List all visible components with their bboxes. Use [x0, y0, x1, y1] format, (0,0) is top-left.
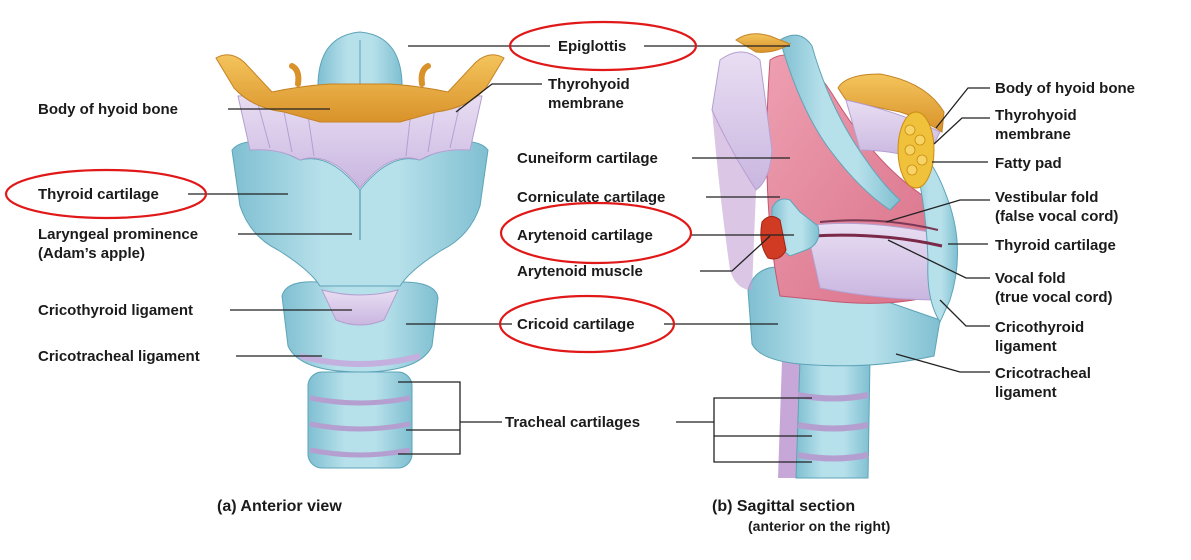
- anterior-cricoid: [281, 281, 439, 373]
- leader-vestibular: [885, 199, 990, 223]
- label-cuneiform-cartilage: Cuneiform cartilage: [517, 150, 658, 167]
- label-cricothyroid-b: Cricothyroid: [995, 319, 1085, 336]
- caption-sagittal-section: (b) Sagittal section: [712, 498, 856, 515]
- highlight-epiglottis: [508, 20, 698, 72]
- leader-hyoid-b: [935, 87, 990, 129]
- leader-trachea-bracket-a: [398, 381, 461, 455]
- label-cricoid-cartilage: Cricoid cartilage: [517, 316, 635, 333]
- highlight-cricoid-cartilage: [498, 294, 676, 354]
- label-vestibular-fold: Vestibular fold: [995, 189, 1099, 206]
- label-arytenoid-cartilage: Arytenoid cartilage: [517, 227, 653, 244]
- leader-trachea-bracket-b: [713, 397, 812, 463]
- leader-lines: [188, 45, 990, 463]
- leader-thyrohyoid-a: [455, 83, 542, 113]
- label-laryngeal-prominence: Laryngeal prominence: [38, 226, 199, 243]
- label-cricotracheal-ligament-a: Cricotracheal ligament: [38, 348, 200, 365]
- label-thyroid-cartilage-a: Thyroid cartilage: [38, 186, 159, 203]
- anterior-trachea: [307, 371, 413, 469]
- label-cricothyroid-ligament-b: ligament: [995, 338, 1057, 355]
- label-fatty-pad: Fatty pad: [995, 155, 1062, 172]
- label-thyrohyoid-membrane: membrane: [548, 95, 624, 112]
- leader-cricotracheal-b: [895, 353, 990, 373]
- sagittal-larynx: [711, 33, 959, 479]
- fatty-pad: [897, 111, 935, 189]
- label-false-vocal-cord: (false vocal cord): [995, 208, 1119, 225]
- highlight-thyroid-cartilage: [4, 168, 208, 220]
- label-true-vocal-cord: (true vocal cord): [995, 289, 1113, 306]
- leader-thyrohyoid-b: [933, 117, 990, 145]
- leader-vocal-fold: [887, 239, 990, 279]
- label-body-of-hyoid-bone-a: Body of hyoid bone: [38, 101, 178, 118]
- anterior-hyoid-bone: [215, 54, 505, 123]
- label-cricotracheal-b: Cricotracheal: [995, 365, 1091, 382]
- label-thyrohyoid: Thyrohyoid: [548, 76, 630, 93]
- label-body-of-hyoid-bone-b: Body of hyoid bone: [995, 80, 1135, 97]
- leader-cricothyroid-b: [939, 299, 990, 327]
- label-thyroid-cartilage-b: Thyroid cartilage: [995, 237, 1116, 254]
- sagittal-arytenoid-muscle: [760, 216, 787, 260]
- label-cricothyroid-ligament-a: Cricothyroid ligament: [38, 302, 194, 319]
- leader-arytenoid-muscle: [700, 235, 771, 272]
- label-thyrohyoid-membrane-b: membrane: [995, 126, 1071, 143]
- caption-anterior-on-right: (anterior on the right): [748, 518, 891, 534]
- label-corniculate-cartilage: Corniculate cartilage: [517, 189, 666, 206]
- anterior-larynx: [215, 31, 505, 469]
- sagittal-epiglottis: [779, 34, 901, 211]
- caption-anterior-view: (a) Anterior view: [217, 498, 342, 515]
- highlight-rings: [4, 20, 698, 354]
- label-adams-apple: (Adam’s apple): [38, 245, 145, 262]
- highlight-arytenoid-cartilage: [499, 201, 693, 265]
- label-thyrohyoid-b: Thyrohyoid: [995, 107, 1077, 124]
- label-tracheal-cartilages: Tracheal cartilages: [505, 414, 641, 431]
- label-epiglottis: Epiglottis: [558, 38, 627, 55]
- label-cricotracheal-ligament-b: ligament: [995, 384, 1057, 401]
- label-vocal-fold: Vocal fold: [995, 270, 1066, 287]
- label-arytenoid-muscle: Arytenoid muscle: [517, 263, 643, 280]
- sagittal-thyroid-cartilage: [911, 149, 959, 324]
